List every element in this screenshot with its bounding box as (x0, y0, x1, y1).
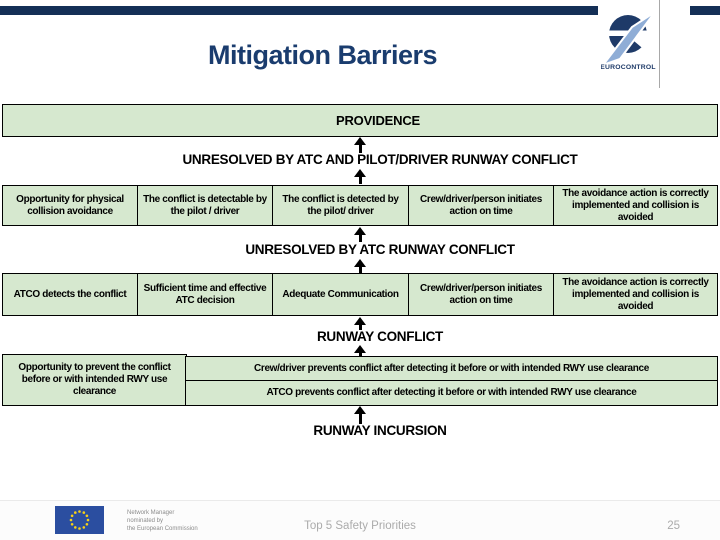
barrier-cell: The conflict is detectable by the pilot … (136, 185, 274, 226)
level-label-3: RUNWAY CONFLICT (316, 329, 443, 344)
barrier-cell: Adequate Communication (272, 273, 409, 316)
footer-org-text: Network Manager nominated by the Europea… (127, 509, 198, 533)
barrier-cell: Crew/driver/person initiates action on t… (407, 185, 555, 226)
barrier-cell: ATCO prevents conflict after detecting i… (185, 380, 718, 406)
opportunity-box: Opportunity to prevent the conflict befo… (2, 354, 187, 406)
up-arrow (352, 169, 368, 184)
barrier-cell: Crew/driver/person initiates action on t… (407, 273, 555, 316)
logo-caption: EUROCONTROL (601, 64, 656, 71)
barrier-cell: Opportunity for physical collision avoid… (2, 185, 138, 226)
page-number: 25 (667, 520, 680, 532)
barrier-cell: The conflict is detected by the pilot/ d… (272, 185, 409, 226)
barrier-cell: Crew/driver prevents conflict after dete… (185, 356, 718, 382)
up-arrow (352, 345, 368, 356)
eu-flag-icon (55, 506, 104, 534)
barrier-cell: The avoidance action is correctly implem… (553, 185, 718, 226)
eurocontrol-logo-icon: EUROCONTROL (601, 11, 656, 71)
header-accent-bar (0, 6, 720, 15)
barrier-cell: ATCO detects the conflict (2, 273, 138, 316)
page-title: Mitigation Barriers (207, 40, 438, 70)
up-arrow (352, 227, 368, 242)
up-arrow (352, 406, 368, 424)
footer-band (0, 500, 720, 540)
level-label-2: UNRESOLVED BY ATC RUNWAY CONFLICT (245, 242, 515, 257)
runway-incursion-label: RUNWAY INCURSION (313, 423, 447, 438)
up-arrow (352, 317, 368, 330)
org-line: the European Commission (127, 526, 198, 532)
providence-box: PROVIDENCE (2, 104, 718, 137)
barrier-row-3: Crew/driver prevents conflict after dete… (185, 356, 718, 406)
barrier-cell: Sufficient time and effective ATC decisi… (136, 273, 274, 316)
org-line: Network Manager (127, 510, 175, 516)
barrier-row-2: ATCO detects the conflict Sufficient tim… (2, 273, 720, 316)
level-label-1: UNRESOLVED BY ATC AND PILOT/DRIVER RUNWA… (182, 152, 578, 167)
logo-panel-divider (659, 0, 660, 88)
up-arrow (352, 259, 368, 273)
org-line: nominated by (127, 518, 164, 524)
barrier-cell: The avoidance action is correctly implem… (553, 273, 718, 316)
footer-title: Top 5 Safety Priorities (304, 520, 416, 532)
barrier-row-1: Opportunity for physical collision avoid… (2, 185, 720, 226)
up-arrow (352, 137, 368, 153)
